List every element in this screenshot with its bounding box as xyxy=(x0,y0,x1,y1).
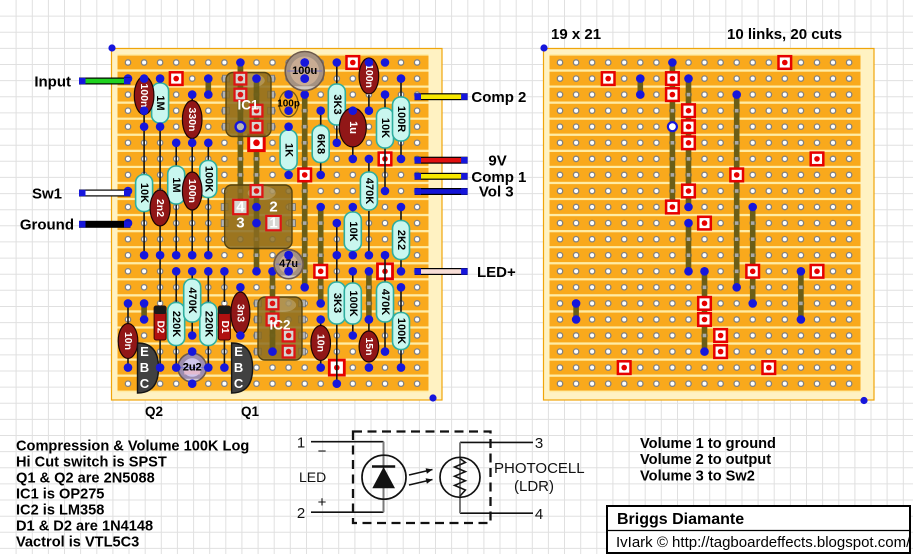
svg-text:2: 2 xyxy=(269,199,277,216)
svg-text:1M: 1M xyxy=(154,95,166,110)
svg-text:47u: 47u xyxy=(279,258,298,270)
svg-text:1: 1 xyxy=(269,215,277,232)
svg-text:D1: D1 xyxy=(219,321,230,334)
svg-text:15n: 15n xyxy=(363,337,375,355)
svg-text:B: B xyxy=(140,360,149,375)
svg-text:Briggs Diamante: Briggs Diamante xyxy=(617,511,744,528)
svg-text:1: 1 xyxy=(297,435,305,452)
svg-text:B: B xyxy=(234,360,243,375)
svg-text:1u: 1u xyxy=(347,121,359,134)
svg-text:+: + xyxy=(318,494,327,511)
svg-text:(LDR): (LDR) xyxy=(514,478,554,495)
svg-text:Input: Input xyxy=(34,74,71,91)
svg-text:100K: 100K xyxy=(395,318,407,344)
svg-text:19 x 21: 19 x 21 xyxy=(551,26,601,43)
svg-text:10n: 10n xyxy=(122,332,134,350)
svg-text:−: − xyxy=(318,443,327,460)
svg-text:100n: 100n xyxy=(363,64,375,88)
svg-text:3K3: 3K3 xyxy=(331,293,343,313)
svg-text:E: E xyxy=(234,344,243,359)
svg-text:IC2 is LM358: IC2 is LM358 xyxy=(16,503,104,519)
svg-text:1M: 1M xyxy=(170,177,182,192)
svg-text:100K: 100K xyxy=(202,166,214,192)
svg-text:100p: 100p xyxy=(277,98,300,109)
svg-text:3: 3 xyxy=(236,215,244,232)
svg-text:Volume 2 to output: Volume 2 to output xyxy=(640,452,771,468)
svg-text:10K: 10K xyxy=(347,221,359,241)
svg-text:Volume 1 to ground: Volume 1 to ground xyxy=(640,436,776,452)
svg-text:Sw1: Sw1 xyxy=(32,186,62,203)
svg-text:470K: 470K xyxy=(186,287,198,313)
svg-text:Q1: Q1 xyxy=(241,404,260,419)
svg-text:10 links, 20 cuts: 10 links, 20 cuts xyxy=(727,26,842,43)
svg-text:3K3: 3K3 xyxy=(331,94,343,114)
svg-text:PHOTOCELL: PHOTOCELL xyxy=(494,460,585,477)
svg-text:Comp 1: Comp 1 xyxy=(471,169,526,186)
svg-text:2u2: 2u2 xyxy=(183,362,202,374)
svg-text:IC1 is OP275: IC1 is OP275 xyxy=(16,486,104,502)
svg-text:C: C xyxy=(234,376,244,391)
svg-text:1K: 1K xyxy=(283,143,295,157)
svg-text:IvIark © http://tagboardeffect: IvIark © http://tagboardeffects.blogspot… xyxy=(616,534,911,551)
svg-text:4: 4 xyxy=(236,199,245,216)
svg-text:IC2: IC2 xyxy=(269,318,290,333)
svg-text:IC1: IC1 xyxy=(237,98,259,113)
svg-text:LED: LED xyxy=(299,469,326,485)
svg-text:3n3: 3n3 xyxy=(234,304,246,322)
svg-text:220K: 220K xyxy=(170,311,182,337)
svg-text:330n: 330n xyxy=(186,108,198,132)
svg-text:3: 3 xyxy=(535,435,543,452)
svg-text:10K: 10K xyxy=(379,118,391,138)
svg-text:220K: 220K xyxy=(202,311,214,337)
svg-text:Compression & Volume 100K Log: Compression & Volume 100K Log xyxy=(16,438,249,454)
svg-text:Hi Cut switch is SPST: Hi Cut switch is SPST xyxy=(16,454,167,470)
svg-text:Ground: Ground xyxy=(20,217,74,234)
svg-text:D2: D2 xyxy=(155,321,166,334)
svg-text:Vactrol is VTL5C3: Vactrol is VTL5C3 xyxy=(16,535,139,551)
svg-text:2: 2 xyxy=(297,505,305,522)
svg-text:10n: 10n xyxy=(315,334,327,352)
svg-text:4: 4 xyxy=(535,506,543,523)
svg-text:100R: 100R xyxy=(395,106,407,132)
svg-text:10K: 10K xyxy=(138,183,150,203)
svg-text:2n2: 2n2 xyxy=(154,199,166,217)
svg-text:Vol 3: Vol 3 xyxy=(479,184,514,201)
svg-text:2K2: 2K2 xyxy=(395,230,407,250)
svg-text:D1 & D2 are 1N4148: D1 & D2 are 1N4148 xyxy=(16,519,153,535)
svg-text:470K: 470K xyxy=(379,289,391,315)
svg-text:Volume 3 to Sw2: Volume 3 to Sw2 xyxy=(640,468,755,484)
svg-text:9V: 9V xyxy=(488,153,506,170)
svg-text:Q2: Q2 xyxy=(145,404,163,419)
svg-text:LED+: LED+ xyxy=(477,264,516,281)
svg-text:Q1 & Q2 are 2N5088: Q1 & Q2 are 2N5088 xyxy=(16,470,155,486)
svg-text:100K: 100K xyxy=(347,290,359,316)
svg-text:E: E xyxy=(140,344,149,359)
svg-text:C: C xyxy=(140,376,150,391)
svg-text:100u: 100u xyxy=(292,65,317,77)
svg-text:6K8: 6K8 xyxy=(315,134,327,154)
svg-text:100n: 100n xyxy=(138,84,150,108)
svg-text:470K: 470K xyxy=(363,178,375,204)
svg-text:Comp 2: Comp 2 xyxy=(471,89,526,106)
svg-text:100n: 100n xyxy=(186,179,198,203)
